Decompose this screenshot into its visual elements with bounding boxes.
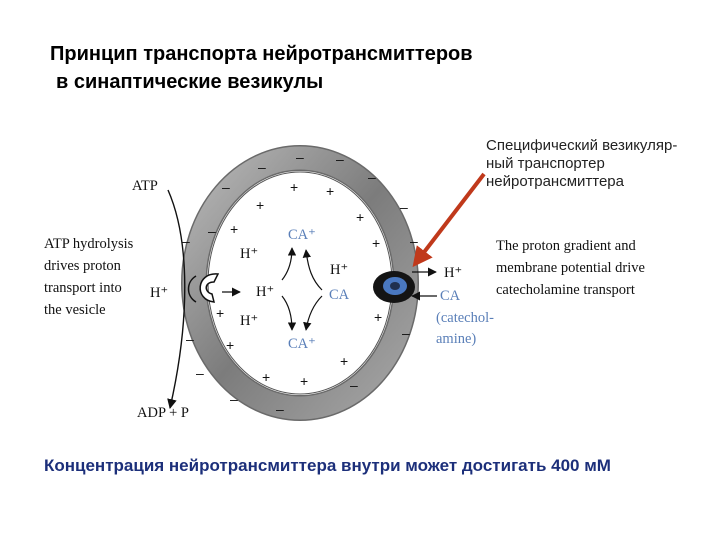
atp-label: ATP — [132, 178, 158, 194]
charge-plus: + — [226, 337, 234, 353]
h-plus-inside-lower: H⁺ — [240, 313, 258, 329]
ca-plus-upper: CA⁺ — [288, 227, 316, 243]
vesicular-transporter — [373, 271, 415, 303]
charge-plus: + — [262, 369, 270, 385]
charge-plus: + — [216, 305, 224, 321]
charge-plus: + — [230, 221, 238, 237]
left-text-line-3: transport into — [44, 280, 122, 296]
h-plus-inside-right: H⁺ — [330, 262, 348, 278]
h-plus-outside-right: H⁺ — [444, 265, 462, 281]
charge-plus: + — [300, 373, 308, 389]
charge-minus: – — [410, 233, 418, 249]
charge-minus: – — [196, 365, 204, 381]
right-text-line-3: catecholamine transport — [496, 282, 635, 298]
charge-minus: – — [276, 401, 284, 417]
charge-plus: + — [326, 183, 334, 199]
charge-minus: – — [208, 223, 216, 239]
adp-label: ADP + P — [137, 405, 189, 421]
charge-plus: + — [340, 353, 348, 369]
vesicle-lumen — [208, 172, 392, 394]
charge-minus: – — [336, 151, 344, 167]
charge-plus: + — [256, 197, 264, 213]
left-text-line-1: ATP hydrolysis — [44, 236, 134, 252]
charge-minus: – — [230, 391, 238, 407]
left-text-line-4: the vesicle — [44, 302, 106, 318]
charge-minus: – — [368, 169, 376, 185]
charge-minus: – — [222, 179, 230, 195]
charge-minus: – — [182, 233, 190, 249]
charge-minus: – — [296, 149, 304, 165]
charge-plus: + — [290, 179, 298, 195]
charge-minus: – — [400, 199, 408, 215]
h-plus-outside-left: H⁺ — [150, 285, 168, 301]
callout-pointer-arrow — [415, 174, 484, 264]
right-text-line-1: The proton gradient and — [496, 238, 636, 254]
ca-outside-right: CA — [440, 288, 461, 304]
ca-inside-right: CA — [329, 287, 350, 303]
h-plus-inside-center: H⁺ — [256, 284, 274, 300]
right-text-line-2: membrane potential drive — [496, 260, 645, 276]
catechol-line-2: amine) — [436, 331, 476, 347]
catechol-line-1: (catechol- — [436, 310, 494, 326]
charge-minus: – — [258, 159, 266, 175]
charge-plus: + — [356, 209, 364, 225]
charge-plus: + — [374, 309, 382, 325]
left-text-line-2: drives proton — [44, 258, 122, 274]
charge-plus: + — [372, 235, 380, 251]
ca-plus-lower: CA⁺ — [288, 336, 316, 352]
charge-minus: – — [402, 325, 410, 341]
charge-minus: – — [350, 377, 358, 393]
charge-minus: – — [186, 331, 194, 347]
h-plus-inside-upper: H⁺ — [240, 246, 258, 262]
